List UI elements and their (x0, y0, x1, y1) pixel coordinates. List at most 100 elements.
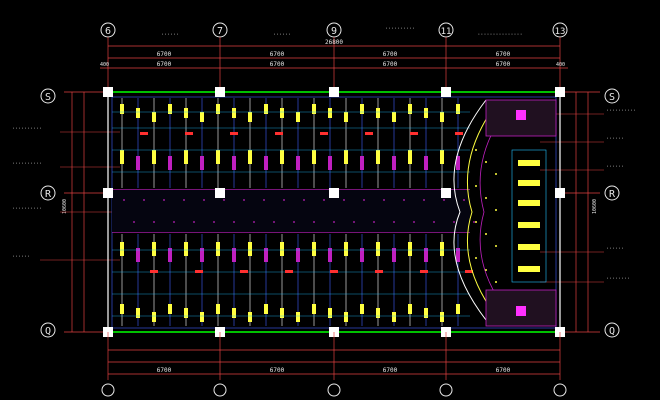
tag-marker (275, 132, 283, 135)
downlight (383, 199, 385, 201)
light-fixture (456, 248, 460, 262)
light-fixture (152, 312, 156, 322)
light-fixture (248, 242, 252, 256)
bottom-dim-4: 6700 (496, 367, 511, 374)
dim-right-vertical: 10600 (592, 199, 598, 214)
downlight (243, 199, 245, 201)
light-fixture (152, 112, 156, 122)
downlight (173, 221, 175, 223)
column (103, 188, 113, 198)
tag-marker (285, 270, 293, 273)
light-fixture (136, 248, 140, 262)
curved-ceiling-feature (453, 99, 557, 327)
stair-fixture (518, 244, 540, 250)
light-fixture (264, 248, 268, 262)
axis-label-s: S (45, 92, 51, 103)
right-leader-lines (540, 113, 604, 283)
tag-marker (410, 132, 418, 135)
light-fixture (328, 308, 332, 318)
light-fixture (152, 242, 156, 256)
light-fixture (312, 104, 316, 114)
column (441, 188, 451, 198)
stair-fixture (518, 266, 540, 272)
light-fixture (456, 304, 460, 314)
downlight (273, 221, 275, 223)
curve-light (495, 281, 497, 283)
light-fixture (264, 104, 268, 114)
column (215, 188, 225, 198)
light-fixture (232, 156, 236, 170)
axis-label-q-right: Q (609, 326, 615, 337)
tag-marker (150, 270, 158, 273)
light-fixture (264, 156, 268, 170)
light-fixture (392, 112, 396, 122)
axis-bubble-q-right (604, 322, 620, 338)
downlight (163, 199, 165, 201)
dim-span-3: 6700 (383, 51, 398, 58)
downlight (433, 221, 435, 223)
downlight (253, 221, 255, 223)
tag-marker (185, 132, 193, 135)
light-fixture (216, 304, 220, 314)
downlight (123, 199, 125, 201)
side-axis-markers: S R Q S R Q (40, 88, 620, 338)
curve-light (475, 185, 477, 187)
light-fixture (344, 150, 348, 164)
curve-light (485, 161, 487, 163)
light-fixture (408, 104, 412, 114)
tag-marker (195, 270, 203, 273)
curve-light (485, 197, 487, 199)
light-fixture (296, 312, 300, 322)
top-dimension-lines (100, 37, 568, 92)
dim-span-4: 6700 (496, 51, 511, 58)
light-fixture (424, 248, 428, 262)
tag-marker (420, 270, 428, 273)
tag-marker (320, 132, 328, 135)
light-fixture (328, 248, 332, 262)
stair-fixture (518, 160, 540, 166)
light-fixture (200, 312, 204, 322)
downlight (223, 199, 225, 201)
axis-label-7: 7 (217, 26, 223, 37)
light-fixture (328, 156, 332, 170)
curve-light (495, 245, 497, 247)
column (215, 87, 225, 97)
axis-label-9: 9 (331, 26, 337, 37)
downlight (343, 199, 345, 201)
axis-bubble-q (40, 322, 56, 338)
light-fixture (376, 242, 380, 256)
downlight (303, 199, 305, 201)
bottom-dimension-lines (107, 332, 561, 380)
light-fixture (296, 156, 300, 170)
downlight (353, 221, 355, 223)
light-fixture (136, 308, 140, 318)
stair-fixture (518, 200, 540, 206)
top-annotations: ······ ······ ·········· ··············· (161, 26, 523, 38)
downlight (183, 199, 185, 201)
light-fixture (184, 308, 188, 318)
annotation-left-1: ·········· (12, 126, 42, 132)
axis-bubble-r-right (604, 185, 620, 201)
column (329, 87, 339, 97)
light-fixture (360, 156, 364, 170)
light-fixture (376, 108, 380, 118)
light-fixture (248, 112, 252, 122)
tag-marker (230, 132, 238, 135)
light-fixture (280, 108, 284, 118)
annotation-left-3: ·········· (12, 206, 42, 212)
light-fixture (424, 308, 428, 318)
light-fixture (328, 108, 332, 118)
annotation-top-2: ······ (273, 32, 291, 38)
column (441, 87, 451, 97)
light-fixture (120, 150, 124, 164)
tag-marker (455, 132, 463, 135)
light-fixture (200, 112, 204, 122)
tag-marker (330, 270, 338, 273)
annotation-top-3: ·········· (385, 26, 415, 32)
dim-span-2b: 6700 (270, 61, 285, 68)
light-fixture (280, 242, 284, 256)
curve-light (475, 149, 477, 151)
downlight (193, 221, 195, 223)
light-fixture (232, 108, 236, 118)
light-fixture (376, 150, 380, 164)
